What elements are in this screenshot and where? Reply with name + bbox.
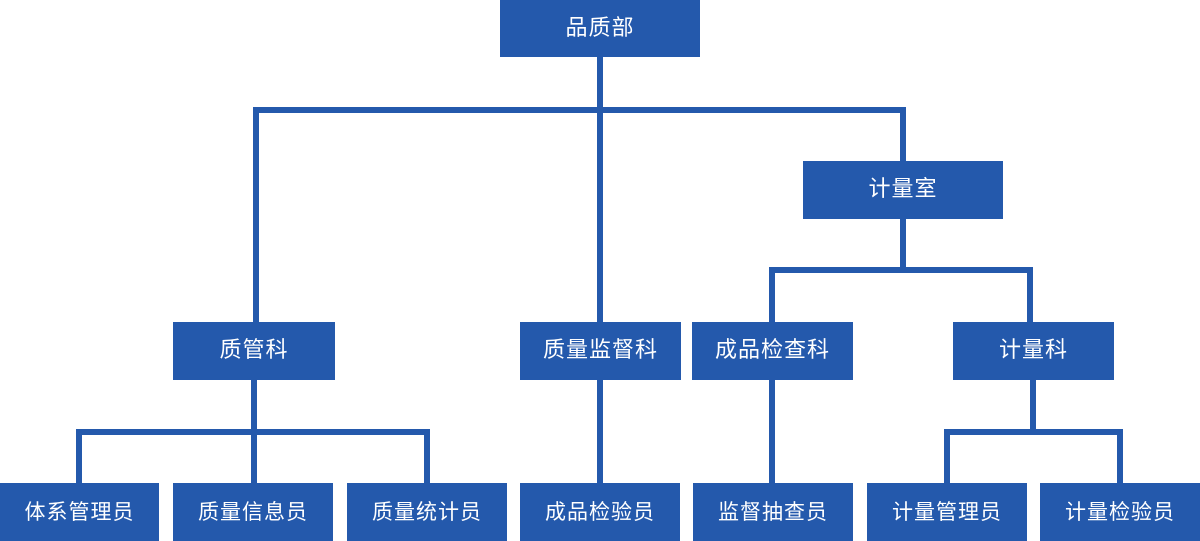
org-node-zltjy[interactable]: 质量统计员 [347, 483, 507, 541]
connector-cpjck-to-cpjyy [769, 380, 775, 483]
connector-zgk-stem [251, 380, 257, 433]
org-node-label: 计量检验员 [1065, 499, 1175, 524]
connector-zgk-to-txgly [76, 429, 82, 483]
org-node-jljyy[interactable]: 计量检验员 [1040, 483, 1200, 541]
org-node-zgk[interactable]: 质管科 [173, 322, 335, 380]
connector-jlsh-stem [900, 219, 906, 271]
connector-jlsh-to-jlk [1027, 267, 1033, 322]
org-node-label: 质管科 [219, 338, 289, 363]
org-node-jlsh[interactable]: 计量室 [803, 161, 1003, 219]
connector-zgk-to-zltjy [424, 429, 430, 483]
org-node-root[interactable]: 品质部 [500, 0, 700, 57]
connector-bus-to-zljdk [597, 107, 603, 322]
connector-jlk-bus [944, 429, 1123, 435]
connector-level1-bus [253, 107, 906, 113]
org-node-jdccy[interactable]: 监督抽查员 [693, 483, 853, 541]
org-node-label: 计量室 [868, 177, 938, 202]
connector-zgk-to-zlxxy [251, 429, 257, 483]
org-node-jlgly[interactable]: 计量管理员 [867, 483, 1027, 541]
connector-jlk-stem [1030, 380, 1036, 433]
connector-bus-to-jlsh [900, 107, 906, 161]
org-node-label: 成品检查科 [714, 338, 830, 363]
connector-jlk-to-jljyy [1117, 429, 1123, 483]
connector-jlsh-to-cpjck [769, 267, 775, 322]
org-node-label: 体系管理员 [24, 499, 135, 524]
org-node-label: 计量科 [998, 338, 1068, 363]
org-node-label: 质量监督科 [542, 338, 658, 363]
org-node-cpjck[interactable]: 成品检查科 [692, 322, 853, 380]
org-node-label: 品质部 [565, 15, 635, 41]
org-node-label: 计量管理员 [892, 499, 1002, 524]
org-node-jlk[interactable]: 计量科 [953, 322, 1114, 380]
org-node-label: 成品检验员 [545, 499, 655, 524]
org-node-zlxxy[interactable]: 质量信息员 [173, 483, 333, 541]
org-node-label: 监督抽查员 [718, 499, 828, 524]
connector-jlsh-bus [769, 267, 1033, 273]
org-node-label: 质量信息员 [198, 499, 308, 524]
connector-root-stem [597, 57, 603, 113]
org-node-txgly[interactable]: 体系管理员 [0, 483, 159, 541]
org-node-cpjyy[interactable]: 成品检验员 [520, 483, 680, 541]
connector-zljdk-to-jdccy [597, 380, 603, 483]
connector-bus-to-zgk [253, 107, 259, 322]
org-node-zljdk[interactable]: 质量监督科 [520, 322, 681, 380]
connector-jlk-to-jlgly [944, 429, 950, 483]
org-node-label: 质量统计员 [372, 499, 482, 524]
